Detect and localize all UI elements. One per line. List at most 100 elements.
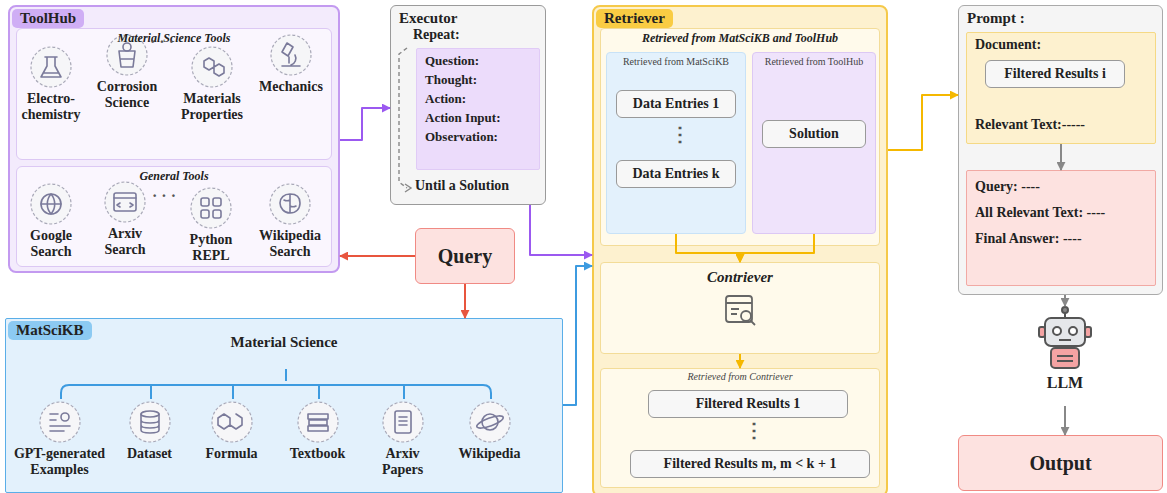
panel-tab: Retriever <box>596 9 673 28</box>
tool-icon-node: Arxiv Papers <box>366 400 440 482</box>
tool-icon <box>190 45 234 89</box>
box: Contriever <box>600 262 880 354</box>
box: Question:Thought:Action:Action Input:Obs… <box>416 48 540 170</box>
tool-icon <box>296 400 340 444</box>
flow-arrow <box>340 255 415 257</box>
tool-icon <box>103 180 147 224</box>
tool-icon <box>468 400 512 444</box>
node-label: Query: ---- <box>975 179 1040 195</box>
node-text: Repeat: <box>413 27 460 43</box>
flow-arrow <box>340 108 390 140</box>
ellipsis-mark: · · · <box>150 34 174 50</box>
node-text: Final Answer: ---- <box>975 231 1082 247</box>
tool-icon <box>381 400 425 444</box>
flow-arrow <box>1060 144 1062 170</box>
box: RetrieverRetrieved from MatSciKB and Too… <box>592 5 888 493</box>
node-label: Textbook <box>290 446 346 462</box>
box: MatSciKB Material ScienceGPT-generated Ex… <box>5 318 563 493</box>
node-label: Electro- chemistry <box>18 91 84 123</box>
node-label: Question: <box>425 54 479 69</box>
node-label: Python REPL <box>178 232 244 264</box>
tool-icon <box>269 33 313 77</box>
node-text: Action Input: <box>425 111 501 126</box>
node-label: Data Entries 1 <box>633 96 719 112</box>
panel-tab: MatSciKB <box>8 321 92 340</box>
node-label: Arxiv Search <box>92 226 158 258</box>
node-label: Arxiv Papers <box>366 446 440 478</box>
box: Data Entries k <box>616 160 736 188</box>
node-label: Materials Properties <box>172 91 252 123</box>
node-label: General Tools <box>139 170 208 184</box>
box: Filtered Results m, m < k + 1 <box>630 450 870 478</box>
tool-icon <box>210 400 254 444</box>
node-label: Wikipedia <box>459 446 521 462</box>
tool-icon-node: Arxiv Search <box>92 180 158 262</box>
tool-icon <box>128 400 172 444</box>
node-label: Dataset <box>127 446 172 462</box>
node-label: Corrosion Science <box>90 79 164 111</box>
node-label: Solution <box>789 126 839 142</box>
robot-icon <box>1035 306 1095 370</box>
node-label: Data Entries k <box>632 166 719 182</box>
tool-icon-node: Google Search <box>18 182 84 264</box>
node-label: Formula <box>205 446 257 462</box>
box: General ToolsGoogle SearchArxiv Search Py… <box>16 166 332 267</box>
node-label: Filtered Results m, m < k + 1 <box>664 456 837 472</box>
box: Query: ---- All Relevant Text: ---- Final … <box>966 170 1156 286</box>
box: Retrieved from MatSciKB and ToolHubRetri… <box>600 28 880 246</box>
flow-arrow <box>1064 406 1066 435</box>
tool-icon <box>29 45 73 89</box>
box: Filtered Results i <box>985 60 1125 88</box>
llm-node: LLM <box>1026 306 1104 406</box>
tool-icon-node: Materials Properties <box>172 45 252 145</box>
node-label: Wikipedia Search <box>252 228 328 260</box>
search-icon <box>720 292 760 328</box>
tool-icon-node: Textbook <box>280 400 356 470</box>
tool-icon <box>29 182 73 226</box>
ellipsis-mark: · · · <box>152 188 176 204</box>
node-label: Filtered Results i <box>1004 66 1106 82</box>
box: Retrieved from ToolHubSolution <box>752 52 876 234</box>
box: Data Entries 1 <box>616 90 736 118</box>
node-text: Observation: <box>425 130 498 145</box>
box: Output <box>958 435 1163 491</box>
box: Solution <box>762 120 866 148</box>
node-label: Retrieved from ToolHub <box>765 56 864 68</box>
vertical-ellipsis: ⋮ <box>670 124 690 144</box>
node-label: Retrieved from MatSciKB and ToolHub <box>642 32 838 46</box>
flow-arrow <box>563 266 592 405</box>
tool-icon-node: Wikipedia Search <box>252 182 328 264</box>
flow-arrow <box>464 284 466 318</box>
tool-icon-node: Python REPL <box>178 186 244 268</box>
node-label: Mechanics <box>259 79 323 95</box>
node-text: Action: <box>425 92 466 107</box>
node-label: Retrieved from Contriever <box>687 371 792 383</box>
tool-icon-node: GPT-generated Examples <box>8 400 112 482</box>
flow-arrow <box>530 205 592 255</box>
tool-icon-node: Wikipedia <box>450 400 530 470</box>
flow-arrow <box>888 95 958 150</box>
node-label: Google Search <box>18 228 84 260</box>
node-text: Material Science <box>230 334 337 351</box>
flow-arrow <box>739 354 741 368</box>
box: Query <box>415 228 515 284</box>
tool-icon <box>268 182 312 226</box>
flow-arrow <box>1064 295 1066 306</box>
node-label: Query <box>438 245 492 268</box>
tool-icon-node: Dataset <box>115 400 185 470</box>
node-label: Document: <box>975 37 1041 53</box>
node-label: Contriever <box>707 269 773 286</box>
node-label: Retrieved from MatSciKB <box>623 56 729 68</box>
box: Document: Relevant Text:----- Filtered Res… <box>966 32 1156 144</box>
node-text: Relevant Text:----- <box>975 117 1149 133</box>
node-text: All Relevant Text: ---- <box>975 205 1105 221</box>
box: Filtered Results 1 <box>648 390 848 418</box>
tool-icon <box>38 400 82 444</box>
node-label: LLM <box>1047 374 1083 392</box>
tool-icon <box>189 186 233 230</box>
node-label: GPT-generated Examples <box>8 446 112 478</box>
node-text: Until a Solution <box>415 178 543 194</box>
vertical-ellipsis: ⋮ <box>744 420 764 440</box>
